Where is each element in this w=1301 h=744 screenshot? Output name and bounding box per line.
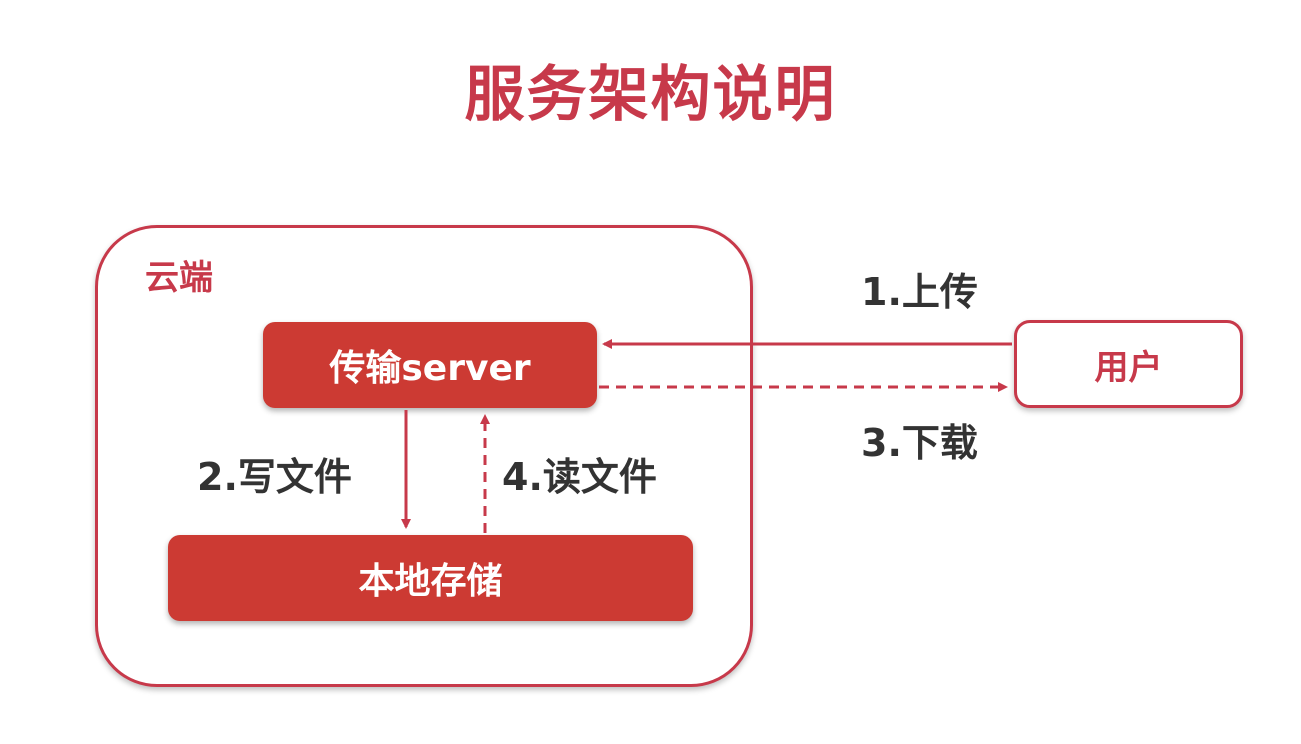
local-storage-node: 本地存储	[168, 535, 693, 621]
user-node: 用户	[1014, 320, 1243, 408]
write-file-step-label: 2.写文件	[197, 455, 352, 499]
read-file-step-label: 4.读文件	[502, 455, 657, 499]
cloud-label: 云端	[145, 258, 213, 298]
download-step-label: 3.下载	[861, 421, 978, 465]
page-title: 服务架构说明	[464, 60, 837, 130]
upload-step-label: 1.上传	[861, 270, 978, 314]
transfer-server-node: 传输server	[263, 322, 597, 408]
